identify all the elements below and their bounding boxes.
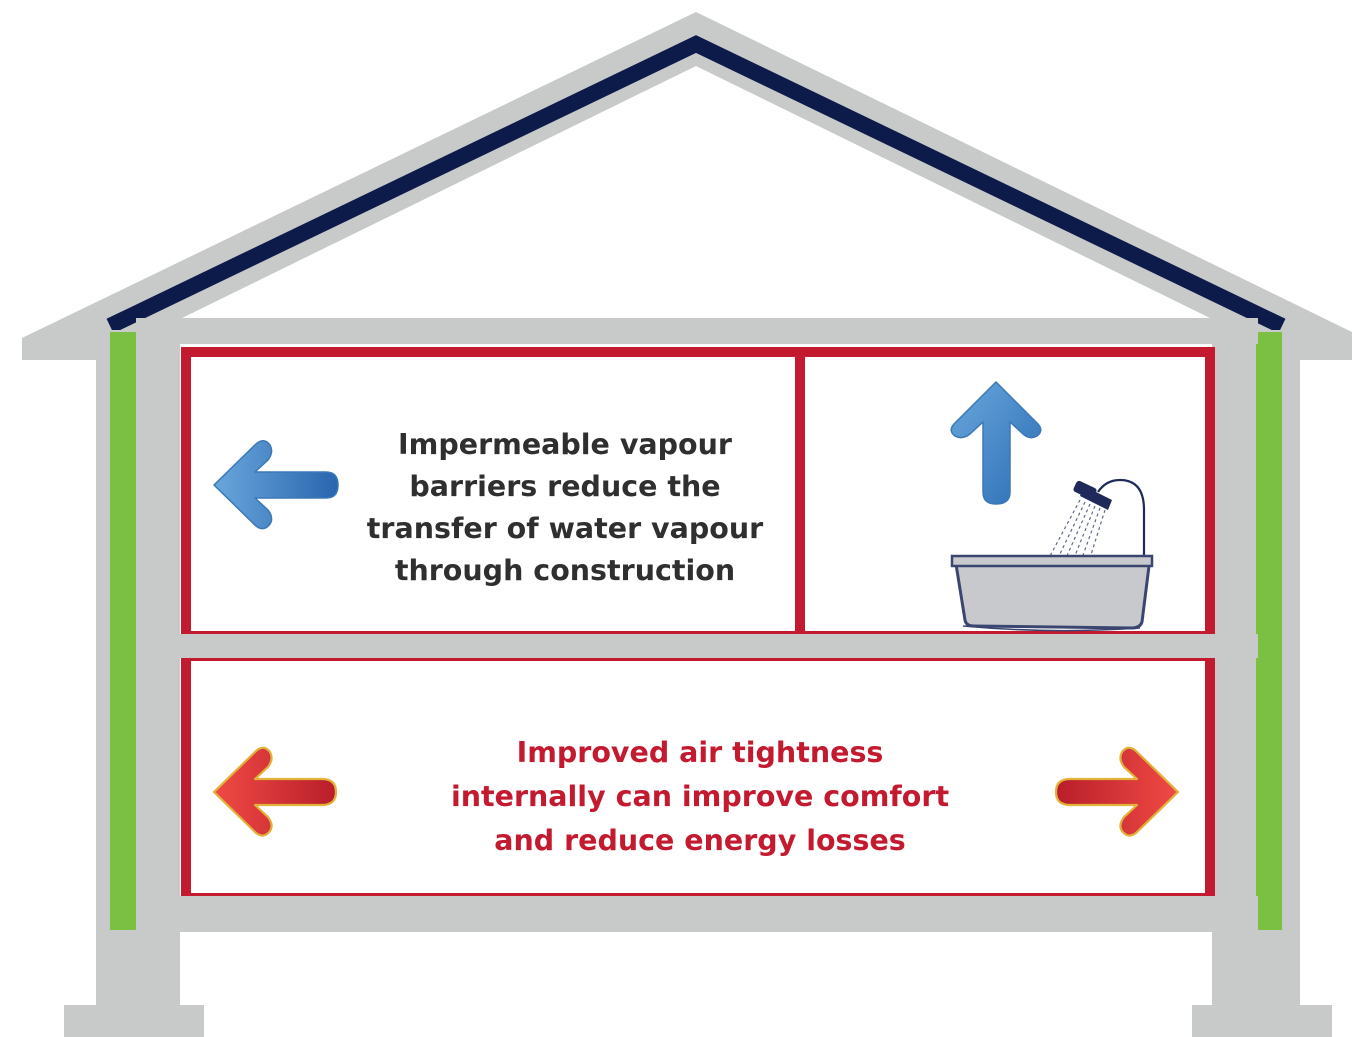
- attic-space: [178, 66, 1214, 320]
- ceiling-slab: [136, 318, 1258, 344]
- left-arrow-icon: [212, 746, 338, 837]
- roof-membrane: [106, 35, 1286, 334]
- lower-room-barrier: [181, 651, 1215, 903]
- middle-floor-slab-overlay: [170, 634, 1226, 658]
- bathtub-icon: [950, 554, 1154, 632]
- left-footing: [64, 1005, 204, 1037]
- left-arrow-icon: [213, 440, 339, 530]
- right-foundation-post: [1220, 930, 1300, 1010]
- shower-head-icon: [1049, 478, 1146, 559]
- ground-floor-slab-overlay: [170, 896, 1226, 932]
- air-tightness-caption: Improved air tightness internally can im…: [450, 736, 950, 857]
- vapour-barrier-caption: Impermeable vapour barriers reduce the t…: [366, 428, 764, 587]
- right-wall-insulation: [1256, 332, 1282, 1008]
- right-footing: [1192, 1005, 1332, 1037]
- right-arrow-icon: [1054, 746, 1180, 837]
- up-arrow-icon: [950, 381, 1042, 505]
- left-foundation-post: [96, 930, 174, 1010]
- left-wall-insulation: [110, 332, 136, 1008]
